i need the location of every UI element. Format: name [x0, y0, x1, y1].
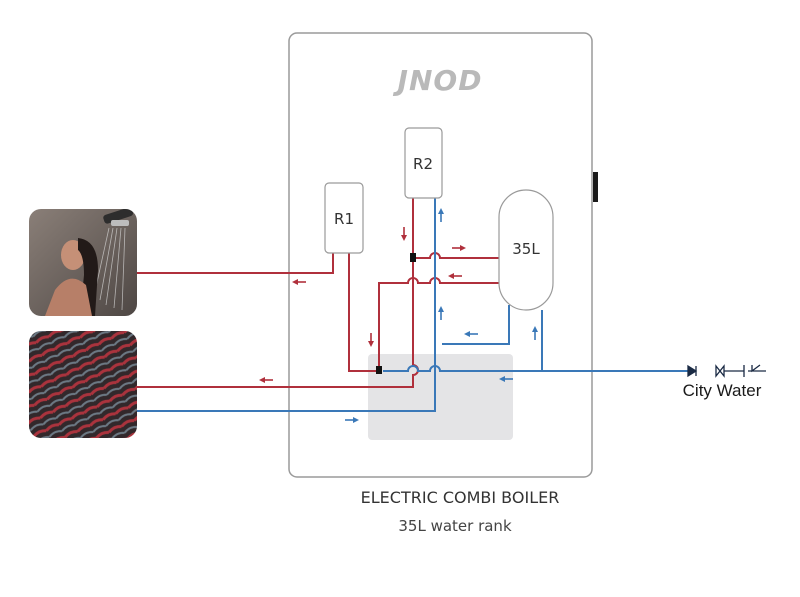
r1-label: R1 — [334, 210, 354, 228]
cold-pipes — [137, 198, 690, 412]
r2-label: R2 — [413, 155, 433, 173]
r2-tee — [410, 253, 416, 262]
arrow-up-icon — [438, 208, 444, 222]
arrow-left-icon — [292, 279, 306, 285]
tank-label: 35L — [512, 240, 540, 258]
shower-head-icon — [103, 209, 134, 226]
cold-flow-arrows — [345, 208, 538, 423]
cold-pipe-main-left — [383, 365, 542, 372]
hot-pipe-tank-return — [378, 277, 500, 371]
person-figure — [45, 238, 98, 316]
stop-valve-icon — [743, 364, 766, 377]
cold-pipe-tank-feed — [442, 305, 510, 345]
city-water-label: City Water — [683, 381, 762, 400]
mixing-tee — [376, 366, 382, 374]
r1-element — [324, 182, 364, 254]
arrow-down-icon — [368, 333, 374, 347]
arrow-up-icon — [438, 306, 444, 320]
r2-element — [404, 127, 443, 199]
side-handle — [593, 172, 598, 202]
inlet-valves — [687, 364, 766, 378]
hot-pipe-shower — [137, 253, 334, 274]
heat-exchanger — [368, 354, 513, 440]
check-valve-icon — [687, 364, 698, 378]
arrow-up-icon — [532, 326, 538, 340]
underfloor-heating-photo — [29, 331, 137, 438]
arrow-left-icon — [448, 273, 462, 279]
diagram-title: ELECTRIC COMBI BOILER — [361, 488, 560, 507]
strainer-valve-icon — [715, 364, 725, 378]
shower-photo — [29, 209, 137, 316]
water-tank — [498, 189, 554, 311]
arrow-right-icon — [345, 417, 359, 423]
hot-pipe-r1-feed — [348, 253, 379, 372]
boiler-cabinet — [288, 32, 593, 478]
arrow-left-icon — [259, 377, 273, 383]
arrow-down-icon — [401, 227, 407, 241]
arrow-left-icon — [499, 376, 513, 382]
arrow-right-icon — [452, 245, 466, 251]
cold-pipe-floor-return — [137, 198, 436, 412]
brand-logo: JNOD — [393, 64, 483, 97]
diagram-subtitle: 35L water rank — [398, 517, 512, 535]
hot-flow-arrows — [259, 227, 466, 383]
arrow-left-icon — [464, 331, 478, 337]
